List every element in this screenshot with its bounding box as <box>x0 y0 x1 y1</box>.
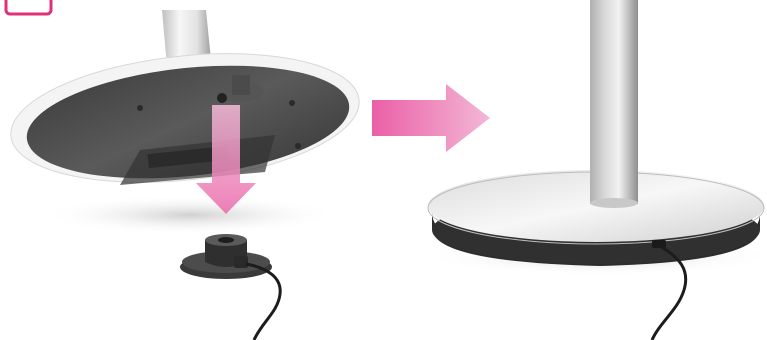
socket-hole <box>217 93 227 103</box>
connector-pin <box>218 237 234 243</box>
screw-3 <box>295 143 301 149</box>
hub-post <box>232 75 250 95</box>
pole-assembled <box>590 0 638 204</box>
step-badge <box>6 0 51 14</box>
floor-shadow <box>40 195 340 235</box>
cable-grommet <box>234 256 248 268</box>
screw-2 <box>137 105 143 111</box>
next-step-arrow-icon <box>372 84 490 152</box>
pole-foot <box>590 198 638 208</box>
assembled-base-panel <box>420 0 767 340</box>
base-underside-panel <box>4 10 365 340</box>
screw-1 <box>289 100 295 106</box>
